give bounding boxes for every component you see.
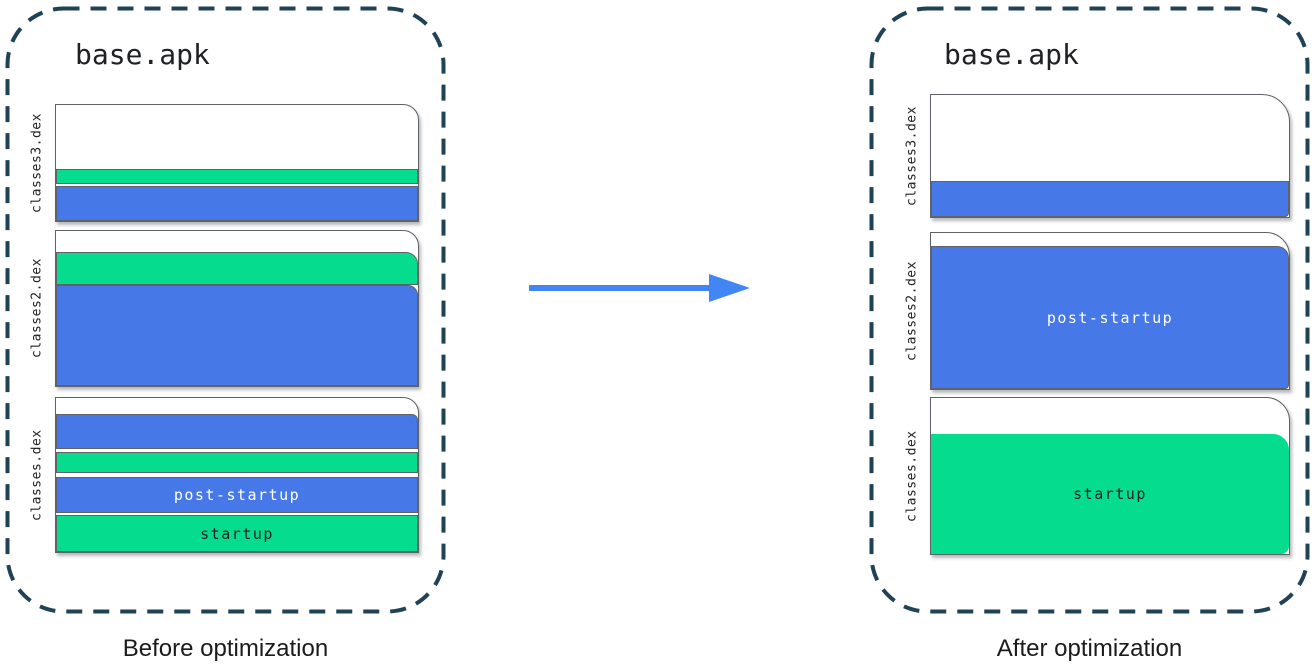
dex-file-page bbox=[930, 94, 1290, 218]
dex-file-page bbox=[55, 230, 419, 387]
optimization-arrow-head bbox=[709, 274, 750, 302]
dex-label-classes.dex: classes.dex bbox=[904, 430, 920, 522]
dex-stack-classes.dex: startup bbox=[930, 397, 1290, 555]
dex-stack-classes3.dex bbox=[930, 94, 1290, 218]
free-space bbox=[931, 398, 1289, 434]
post-startup-band bbox=[931, 181, 1289, 217]
dex-stack-classes2.dex bbox=[55, 230, 419, 387]
startup-band: startup bbox=[56, 515, 418, 552]
dex-stack-classes3.dex bbox=[55, 104, 419, 222]
dex-file-page: post-startup bbox=[930, 232, 1290, 390]
startup-band: startup bbox=[931, 434, 1289, 554]
free-space bbox=[931, 95, 1289, 181]
post-startup-band bbox=[56, 285, 418, 386]
post-startup-band bbox=[56, 186, 418, 221]
before-apk-title: base.apk bbox=[75, 38, 210, 71]
after-caption: After optimization bbox=[996, 635, 1183, 662]
startup-band bbox=[56, 452, 418, 473]
dex-label-classes3.dex: classes3.dex bbox=[904, 106, 920, 206]
dex-stack-classes2.dex: post-startup bbox=[930, 232, 1290, 390]
startup-band bbox=[56, 169, 418, 184]
before-apk-boundary bbox=[5, 6, 446, 614]
startup-band bbox=[56, 252, 418, 285]
dex-file-page: startup bbox=[930, 397, 1290, 555]
post-startup-band bbox=[56, 414, 418, 449]
dex-label-classes2.dex: classes2.dex bbox=[904, 261, 920, 361]
before-caption: Before optimization bbox=[122, 635, 329, 662]
post-startup-band: post-startup bbox=[56, 477, 418, 513]
post-startup-band: post-startup bbox=[931, 246, 1289, 389]
free-space bbox=[931, 233, 1289, 246]
dex-file-page bbox=[55, 104, 419, 222]
optimization-arrow-shaft bbox=[529, 285, 713, 291]
after-apk-title: base.apk bbox=[944, 38, 1079, 71]
after-apk-boundary bbox=[869, 6, 1310, 614]
